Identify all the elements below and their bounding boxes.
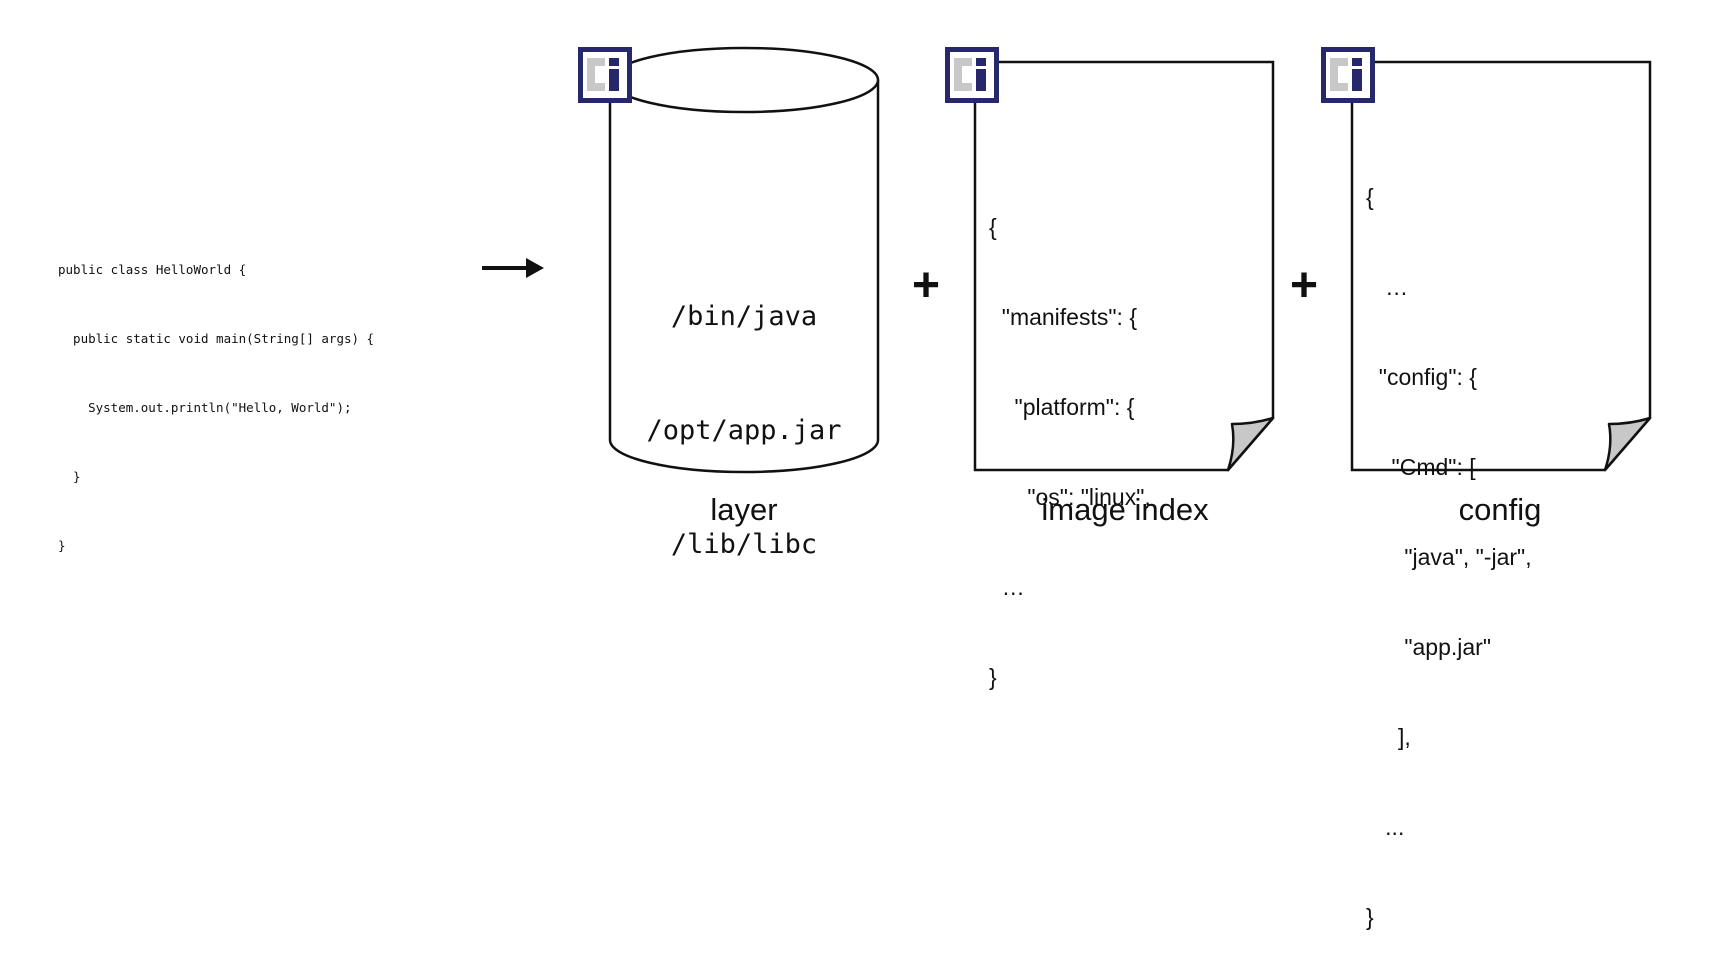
code-line: System.out.println("Hello, World"); [58,400,352,415]
plus-sign: + [1289,259,1319,312]
json-line: ... [1366,814,1405,840]
json-line: "os": "linux", [989,484,1151,510]
json-line: "platform": { [989,394,1135,420]
json-line: } [989,664,997,690]
json-line: "config": { [1366,364,1477,390]
json-line: { [1366,184,1374,210]
json-line: … [1366,274,1409,300]
source-code: public class HelloWorld { public static … [58,212,374,580]
code-line: } [58,469,81,484]
layer-cylinder [608,46,880,474]
json-line: "manifests": { [989,304,1137,330]
code-line: public static void main(String[] args) { [58,331,375,346]
json-line: ], [1366,724,1411,750]
layer-path: /lib/libc [670,529,818,560]
plus-sign: + [911,259,941,312]
image-index-json: { "manifests": { "platform": { "os": "li… [989,152,1151,722]
layer-path: /opt/app.jar [646,415,842,446]
config-caption: config [1458,492,1542,527]
code-line: public class HelloWorld { [58,262,247,277]
json-line: { [989,214,997,240]
layer-contents: /bin/java /opt/app.jar /lib/libc [610,222,878,602]
code-line: } [58,538,66,553]
ci-logo-icon [945,47,999,103]
config-document [1350,60,1652,472]
layer-caption: layer [710,492,778,527]
right-arrow-icon [482,258,544,278]
json-line: "app.jar" [1366,634,1491,660]
image-index-caption: image index [1041,492,1209,527]
diagram-canvas [482,46,1652,474]
json-line: } [1366,904,1374,930]
image-index-document [973,60,1275,472]
ci-logo-icon [578,47,632,103]
config-json: { … "config": { "Cmd": [ "java", "-jar",… [1366,122,1532,962]
ci-logo-icon [1321,47,1375,103]
json-line: "Cmd": [ [1366,454,1476,480]
layer-path: /bin/java [670,301,818,332]
json-line: … [989,574,1025,600]
